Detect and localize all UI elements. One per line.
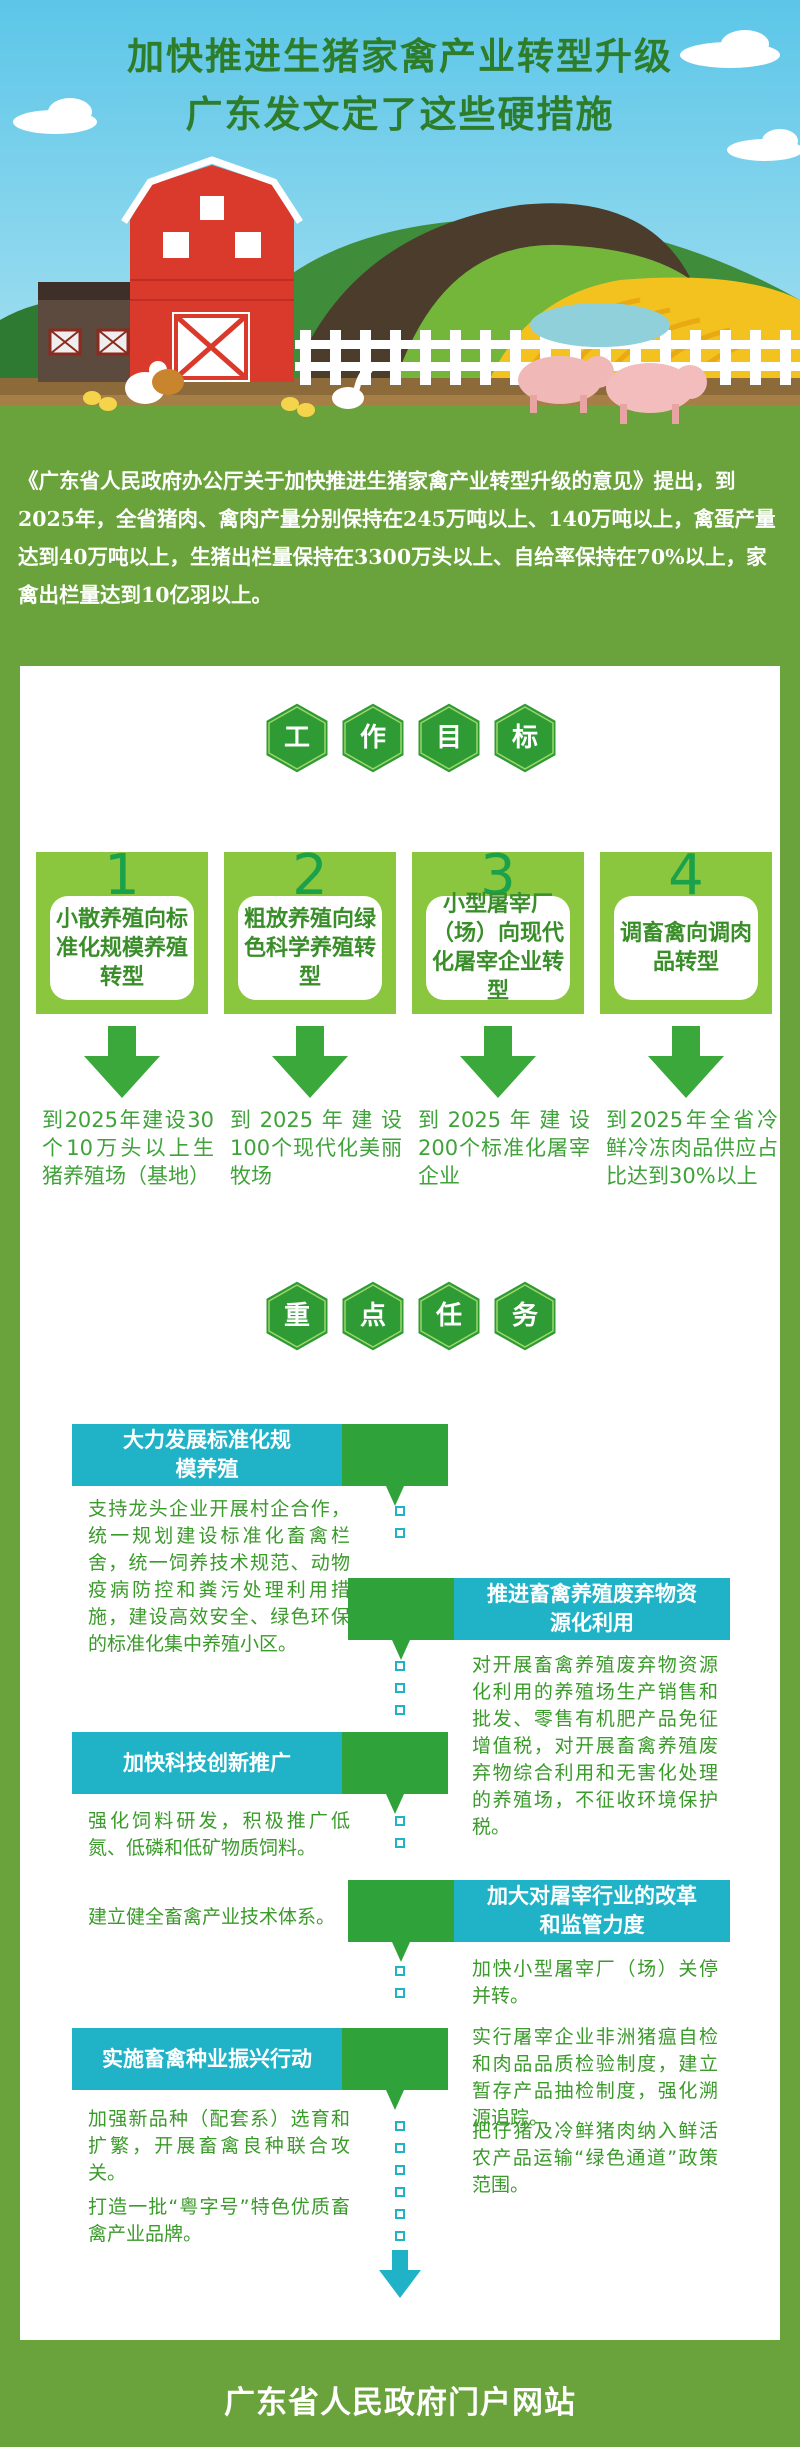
timeline-dot [395,2187,405,2197]
arrow-down-icon [84,1026,160,1098]
goal-title: 调畜禽向调肉品转型 [620,921,753,975]
heading-char: 重 [283,1301,310,1331]
timeline-dot [395,2231,405,2241]
goal-target-text: 到2025年建设100个现代化美丽牧场 [230,1108,402,1188]
timeline-dot [395,1966,405,1976]
task-title: 大力发展标准化规模养殖 [123,1428,291,1481]
timeline-dot [395,1816,405,1826]
goal-target-text: 到2025年建设200个标准化屠宰企业 [418,1108,590,1188]
goal-title-box: 粗放养殖向绿色科学养殖转型 [238,896,382,1000]
goal-title-box: 小型屠宰厂（场）向现代化屠宰企业转型 [426,892,570,1004]
heading-hexagon: 重 [262,1278,332,1354]
farm-scene-illustration [0,0,800,440]
task-title: 推进畜禽养殖废弃物资源化利用 [487,1582,697,1635]
heading-hexagon: 工 [262,700,332,776]
task-text: 把仔猪及冷鲜猪肉纳入鲜活农产品运输“绿色通道”政策范围。 [472,2120,718,2196]
task-arrow-icon [342,1424,448,1506]
barn-icon [121,156,303,382]
heading-hexagon: 目 [414,700,484,776]
pig-icon [518,356,707,424]
shed-icon [38,282,146,382]
goal-target-text: 到2025年全省冷鲜冷冻肉品供应占比达到30%以上 [606,1108,778,1188]
goal-title: 小型屠宰厂（场）向现代化屠宰企业转型 [432,892,565,1004]
goal-number: 1 [104,843,140,908]
heading-char: 作 [359,723,386,753]
goal-title: 粗放养殖向绿色科学养殖转型 [244,906,377,990]
timeline-dot [395,2209,405,2219]
timeline-dot [395,1506,405,1516]
arrow-down-icon [272,1026,348,1098]
task-text: 实行屠宰企业非洲猪瘟自检和肉品品质检验制度，建立暂存产品抽检制度，强化溯源追踪。 [472,2026,718,2129]
task-arrow-icon [348,1578,454,1660]
timeline-dot [395,1988,405,1998]
task-title: 加快科技创新推广 [123,1750,291,1775]
heading-char: 务 [511,1301,538,1331]
page-title-line1: 加快推进生猪家禽产业转型升级 [127,35,673,78]
task-title: 实施畜禽种业振兴行动 [102,2046,312,2071]
timeline-dot [395,2121,405,2131]
task-title-box: 实施畜禽种业振兴行动 [72,2028,342,2090]
arrow-down-icon [648,1026,724,1098]
fence-icon [295,330,800,385]
timeline-dot [395,2143,405,2153]
timeline-end-arrow-icon [379,2250,421,2298]
task-arrow-icon [342,2028,448,2110]
goal-title-box: 小散养殖向标准化规模养殖转型 [50,896,194,1000]
task-text: 加快小型屠宰厂（场）关停并转。 [472,1958,718,2007]
task-title-box: 推进畜禽养殖废弃物资源化利用 [454,1578,730,1640]
task-title-box: 加大对屠宰行业的改革和监管力度 [454,1880,730,1942]
task-arrow-icon [348,1880,454,1962]
task-text: 支持龙头企业开展村企合作，统一规划建设标准化畜禽栏舍，统一饲养技术规范、动物疫病… [88,1498,350,1655]
timeline-dot [395,1528,405,1538]
heading-hexagon: 作 [338,700,408,776]
heading-hexagon: 标 [490,700,560,776]
footer-source: 广东省人民政府门户网站 [224,2385,576,2421]
goal-number: 3 [480,843,516,908]
goal-card-3: 3 小型屠宰厂（场）向现代化屠宰企业转型 [412,846,584,1014]
goal-number: 2 [292,843,328,908]
goal-number: 4 [668,843,704,908]
goal-target-text: 到2025年建设30个10万头以上生猪养殖场（基地） [42,1108,214,1188]
task-text: 对开展畜禽养殖废弃物资源化利用的养殖场生产销售和批发、零售有机肥产品免征增值税，… [472,1654,718,1838]
arrow-down-icon [460,1026,536,1098]
heading-char: 标 [511,723,538,753]
chicken-icon [83,354,374,417]
task-text: 打造一批“粤字号”特色优质畜禽产业品牌。 [88,2196,350,2245]
task-text: 加强新品种（配套系）选育和扩繁，开展畜禽良种联合攻关。 [88,2108,350,2184]
task-text: 强化饲料研发，积极推广低氮、低磷和低矿物质饲料。 [88,1810,350,1859]
heading-char: 目 [435,723,462,753]
timeline-dot [395,1838,405,1848]
hero-illustration: 加快推进生猪家禽产业转型升级 广东发文定了这些硬措施 [0,0,800,440]
task-text: 建立健全畜禽产业技术体系。 [88,1906,336,1928]
heading-char: 任 [435,1301,462,1331]
cloud-icon [13,30,800,161]
timeline-dot [395,1705,405,1715]
timeline-dot [395,1661,405,1671]
goal-card-2: 2 粗放养殖向绿色科学养殖转型 [224,846,396,1014]
content-panel: 工 作 目 标 1 小散养殖向标准化规模养殖转型 2 粗放养殖向绿色科学养殖转型… [20,666,780,2340]
page-title-line2: 广东发文定了这些硬措施 [185,93,615,136]
heading-char: 点 [359,1301,386,1331]
task-title: 加大对屠宰行业的改革和监管力度 [487,1884,697,1937]
task-title-box: 大力发展标准化规模养殖 [72,1424,342,1486]
heading-char: 工 [283,723,310,753]
timeline-dot [395,1683,405,1693]
goal-card-4: 4 调畜禽向调肉品转型 [600,846,772,1014]
heading-hexagon: 任 [414,1278,484,1354]
task-arrow-icon [342,1732,448,1814]
intro-paragraph: 《广东省人民政府办公厅关于加快推进生猪家禽产业转型升级的意见》提出，到2025年… [18,469,776,607]
goal-title: 小散养殖向标准化规模养殖转型 [56,906,189,990]
task-title-box: 加快科技创新推广 [72,1732,342,1794]
goal-card-1: 1 小散养殖向标准化规模养殖转型 [36,846,208,1014]
goal-title-box: 调畜禽向调肉品转型 [614,896,758,1000]
heading-hexagon: 务 [490,1278,560,1354]
timeline-dot [395,2165,405,2175]
heading-hexagon: 点 [338,1278,408,1354]
